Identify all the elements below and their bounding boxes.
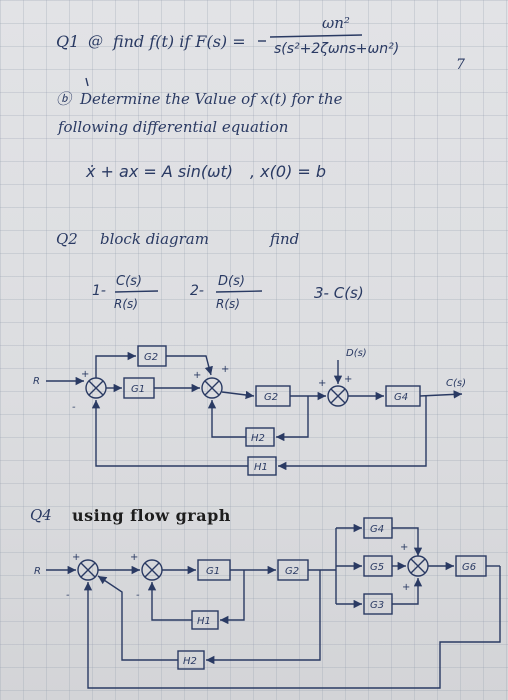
d2-g2-label: G2: [285, 566, 299, 577]
d2-g1-label: G1: [206, 566, 220, 577]
d1-sign-plus-a: +: [81, 369, 89, 380]
d1-input-label: R: [33, 376, 40, 387]
q2-heading: block diagram: [100, 230, 209, 248]
d1-g4-label: G4: [394, 392, 408, 403]
d2-g4-label: G4: [370, 524, 384, 535]
d1-h1-label: H1: [254, 462, 268, 473]
q1-equation: ẋ + ax = A sin(ωt): [86, 162, 234, 181]
q1-fraction-bar: [269, 34, 363, 38]
q2-find: find: [270, 230, 300, 248]
q1-mark: 7: [456, 57, 465, 73]
q1-initial-condition: , x(0) = b: [250, 162, 327, 181]
q2-number: Q2: [56, 230, 78, 248]
d2-sign-plus-b: +: [130, 552, 138, 563]
d1-output-label: C(s): [446, 378, 466, 389]
q4-number: Q4: [30, 506, 52, 524]
d2-sign-minus-b: -: [136, 590, 140, 601]
d1-g2-upper-label: G2: [144, 352, 158, 363]
q2-item2-bar: [215, 290, 263, 293]
q2-item2-prefix: 2-: [190, 283, 204, 299]
q2-item1-numerator: C(s): [116, 274, 142, 289]
q2-item2-denominator: R(s): [216, 297, 240, 311]
d1-sign-plus-b: +: [193, 370, 201, 381]
q1-part-b-line2: following differential equation: [58, 118, 289, 136]
d2-g5-label: G5: [370, 562, 384, 573]
d2-unity-feedback: [83, 566, 501, 689]
q2-item1-denominator: R(s): [114, 297, 138, 311]
d1-sign-plus-c: +: [318, 378, 326, 389]
d1-sign-minus-a: -: [72, 402, 76, 413]
d2-h1-label: H1: [197, 616, 211, 627]
block-diagram-1: R + - G2 G1 + + G2: [33, 345, 466, 476]
d2-g3-label: G3: [370, 600, 384, 611]
d2-sign-plus-a: +: [72, 552, 80, 563]
d1-summing-junction-2: [201, 377, 223, 399]
d1-g2-forward-label: G2: [264, 392, 278, 403]
d1-sign-plus-b2: +: [221, 364, 229, 375]
d1-branch-to-g2: [95, 351, 136, 378]
q2-item2-numerator: D(s): [218, 274, 245, 289]
q2-item1-bar: [114, 290, 159, 293]
d2-sign-minus-a: -: [66, 590, 70, 601]
q1-side-mark: [85, 77, 89, 87]
q2-item3: 3- C(s): [314, 284, 364, 302]
q1-part-a-label: @: [88, 32, 103, 50]
q1-part-a-text: find f(t) if F(s) =: [113, 32, 246, 51]
d1-sign-plus-c2: +: [344, 374, 352, 385]
d2-g6-label: G6: [462, 562, 476, 573]
d1-h2-label: H2: [251, 433, 265, 444]
d2-sign-plus-c2: +: [402, 582, 410, 593]
d2-h2-label: H2: [183, 656, 197, 667]
d2-input-label: R: [34, 566, 41, 577]
q1-denominator: s(s²+2ζωns+ωn²): [274, 41, 400, 57]
q1-number: Q1: [56, 32, 80, 51]
q1-part-b-line1: Determine the Value of x(t) for the: [80, 90, 343, 108]
flow-graph-diagram-2: R + - + - G1 G2 G4 G5: [34, 517, 501, 689]
q1-part-b-label: ⓑ: [56, 90, 72, 108]
d1-g1-label: G1: [131, 384, 145, 395]
d2-sign-plus-c: +: [400, 542, 408, 553]
q1-numerator: ωn²: [322, 14, 350, 32]
q4-heading: using flow graph: [72, 506, 231, 525]
q2-item1-prefix: 1-: [92, 283, 106, 299]
d1-disturbance-label: D(s): [346, 348, 367, 359]
